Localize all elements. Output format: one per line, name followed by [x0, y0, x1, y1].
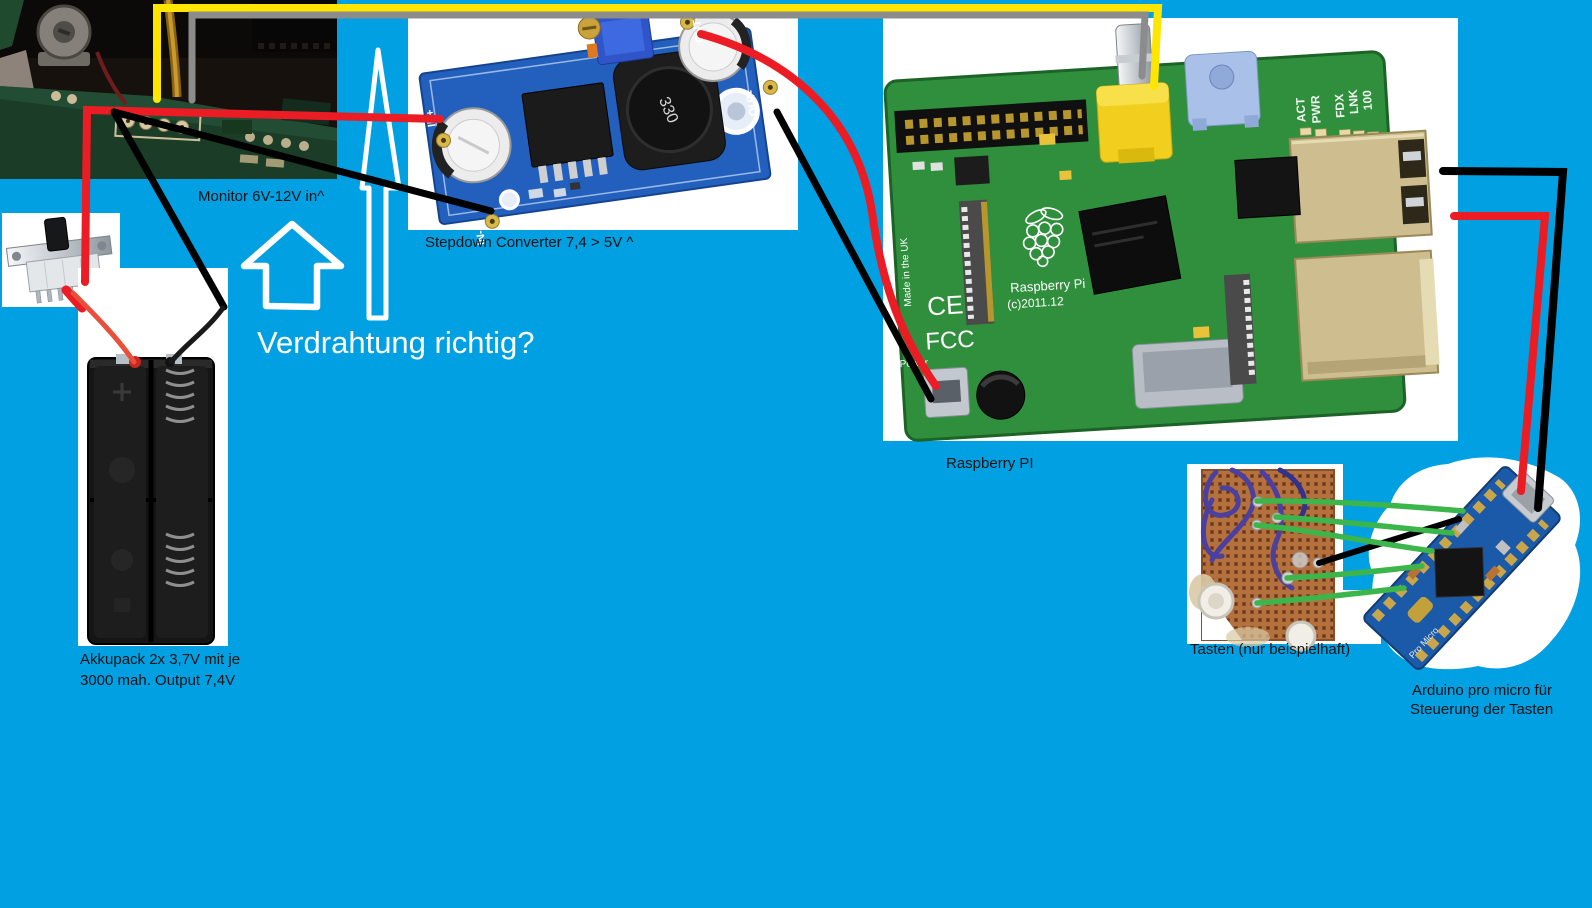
stepdown-capacitor-left [431, 107, 512, 184]
push-button-2 [1285, 620, 1317, 652]
wire-red-usb-to-arduino [1450, 212, 1550, 495]
monitor-potentiometer [36, 4, 92, 66]
led-label-act: ACT [1293, 97, 1309, 123]
raspberry-pi-photo: ACT PWR FDX LNK 100 [883, 23, 1440, 442]
label-stepdown: Stepdown Converter 7,4 > 5V ^ [425, 234, 634, 251]
label-monitor: Monitor 6V-12V in^ [198, 188, 325, 205]
pad-label-in-minus: IN- [474, 229, 488, 246]
wire-green-signal-3 [1253, 522, 1435, 554]
battery-plus-emboss [113, 383, 131, 401]
wire-black-stepdown-to-pi [773, 108, 935, 403]
perfboard-purple-wires [1200, 467, 1308, 591]
wire-black-monitor-battery [110, 108, 228, 311]
pi-hdmi-port [1131, 338, 1244, 410]
pi-usb-port [1288, 129, 1433, 244]
label-arduino-line1: Arduino pro micro für [1412, 682, 1553, 699]
pi-rca-jack [1095, 23, 1173, 164]
pi-dsi-connector [1223, 273, 1257, 386]
arduino-crystal [1407, 596, 1433, 623]
wire-black-usb-to-arduino [1439, 167, 1568, 512]
pi-fcc-text: FCC [925, 326, 976, 356]
wire-green-signal-1 [1254, 498, 1466, 514]
up-arrow-block-outline [240, 220, 345, 311]
buttons-perfboard-photo [1189, 467, 1335, 652]
pi-logo-text: Raspberry Pi [1010, 276, 1086, 296]
wire-green-signal-2 [1273, 514, 1455, 536]
wire-green-signal-5 [1254, 585, 1407, 606]
pi-raspberry-logo [1022, 207, 1064, 268]
wire-red-monitor-power [81, 105, 444, 286]
pi-soc-chip [1078, 195, 1182, 295]
battery-spring-top [165, 368, 195, 423]
stepdown-regulator-ic [521, 82, 614, 184]
wire-yellow-video [153, 4, 1163, 103]
pi-ethernet-port [1293, 249, 1440, 382]
wire-gray-ground [188, 11, 1149, 104]
pad-label-out-minus: OUT- [744, 89, 760, 117]
wire-black-monitor-stepdown [110, 108, 495, 215]
label-battery-line2: 3000 mah. Output 7,4V [80, 672, 236, 689]
arduino-pads-bottom [1414, 519, 1549, 663]
pi-regulator [954, 155, 990, 186]
pi-led-labels: ACT PWR FDX LNK 100 [1293, 89, 1375, 124]
stepdown-inductor: 330 [612, 48, 726, 171]
wire-battery-black-lead [168, 305, 226, 365]
monitor-photo [0, 0, 337, 179]
pi-audio-jack [1184, 50, 1261, 131]
wire-red-switch-jumper [61, 285, 87, 313]
pi-ce-text: CE [926, 289, 964, 321]
battery-holder-photo: COM COM [87, 354, 215, 645]
battery-spring-bottom [165, 532, 195, 587]
led-label-pwr: PWR [1308, 95, 1324, 124]
annotation-wires [61, 4, 1568, 606]
led-label-100: 100 [1360, 89, 1375, 110]
pi-made-in-text: Made in the UK [899, 237, 914, 307]
led-label-lnk: LNK [1346, 89, 1361, 115]
wire-red-stepdown-to-pi [697, 30, 940, 390]
label-tasten: Tasten (nur beispielhaft) [1190, 641, 1351, 658]
label-battery-line1: Akkupack 2x 3,7V mit je [80, 651, 241, 668]
led-label-fdx: FDX [1332, 94, 1347, 119]
stepdown-pads [436, 14, 778, 229]
pi-copyright-text: (c)2011.12 [1007, 294, 1065, 311]
wire-battery-red-lead [70, 290, 137, 365]
label-arduino-line2: Steuerung der Tasten [1410, 701, 1554, 718]
monitor-red-wire [95, 51, 128, 106]
arduino-pads-top [1371, 478, 1506, 622]
wire-black-tasten-arduino [1316, 516, 1462, 566]
label-question: Verdrahtung richtig? [257, 325, 535, 360]
pi-lan-chip [1234, 156, 1301, 219]
wire-green-signal-4 [1284, 563, 1425, 581]
arduino-mcu-chip [1433, 546, 1485, 598]
switch-knob [44, 216, 70, 252]
label-raspberry: Raspberry PI [946, 455, 1034, 472]
pi-csi-connector [958, 199, 995, 326]
arduino-pro-micro-photo: Pro Micro [1363, 466, 1561, 670]
